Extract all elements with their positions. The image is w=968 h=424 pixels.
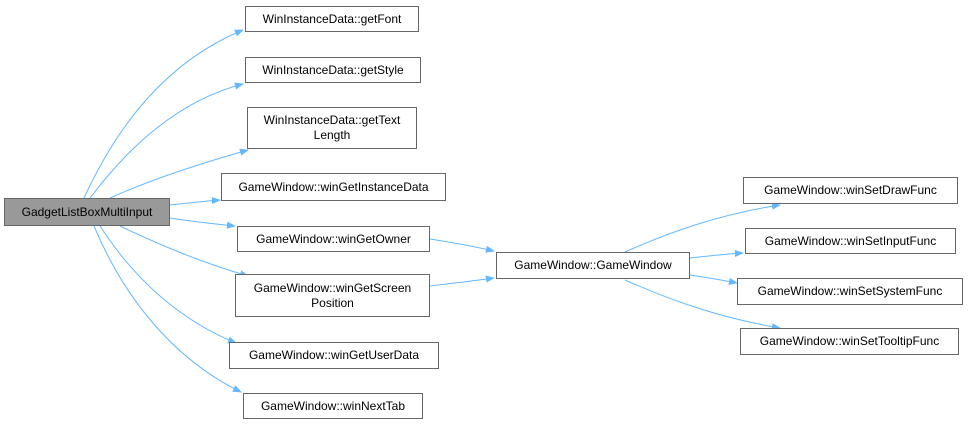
node-win-set-input-func[interactable]: GameWindow::winSetInputFunc: [745, 228, 956, 254]
edge-game-window-to-set-input-func: [689, 249, 744, 259]
node-get-font[interactable]: WinInstanceData::getFont: [245, 6, 419, 32]
edge-root-to-get-text-length: [109, 148, 249, 199]
node-win-set-tooltip-func[interactable]: GameWindow::winSetTooltipFunc: [740, 328, 959, 355]
node-win-next-tab[interactable]: GameWindow::winNextTab: [243, 393, 423, 419]
node-get-text-length[interactable]: WinInstanceData::getText Length: [247, 107, 417, 149]
node-win-set-system-func[interactable]: GameWindow::winSetSystemFunc: [737, 278, 963, 305]
node-get-style[interactable]: WinInstanceData::getStyle: [245, 57, 421, 83]
edge-root-to-get-style: [89, 82, 244, 199]
edge-owner-to-game-window: [429, 238, 495, 253]
node-win-get-owner[interactable]: GameWindow::winGetOwner: [237, 226, 430, 252]
node-win-set-draw-func[interactable]: GameWindow::winSetDrawFunc: [743, 177, 958, 204]
edge-root-to-win-get-owner: [169, 217, 236, 229]
node-gadget-list-box-multi-input: GadgetListBoxMultiInput: [4, 198, 170, 226]
edge-root-to-get-font: [83, 29, 244, 199]
edge-game-window-to-set-tooltip-func: [624, 279, 781, 331]
node-win-get-screen-position[interactable]: GameWindow::winGetScreen Position: [235, 274, 430, 317]
edge-game-window-to-set-draw-func: [624, 202, 781, 253]
edge-game-window-to-set-system-func: [689, 274, 738, 285]
edge-screen-position-to-game-window: [429, 275, 495, 287]
node-win-get-user-data[interactable]: GameWindow::winGetUserData: [229, 342, 439, 369]
node-win-get-instance-data[interactable]: GameWindow::winGetInstanceData: [221, 173, 446, 201]
edge-root-to-win-get-instance-data: [169, 196, 221, 206]
edge-root-to-win-get-user-data: [99, 225, 237, 344]
edge-root-to-win-get-screen-position: [119, 225, 249, 278]
node-game-window[interactable]: GameWindow::GameWindow: [496, 252, 690, 279]
edge-root-to-win-next-tab: [93, 225, 242, 393]
